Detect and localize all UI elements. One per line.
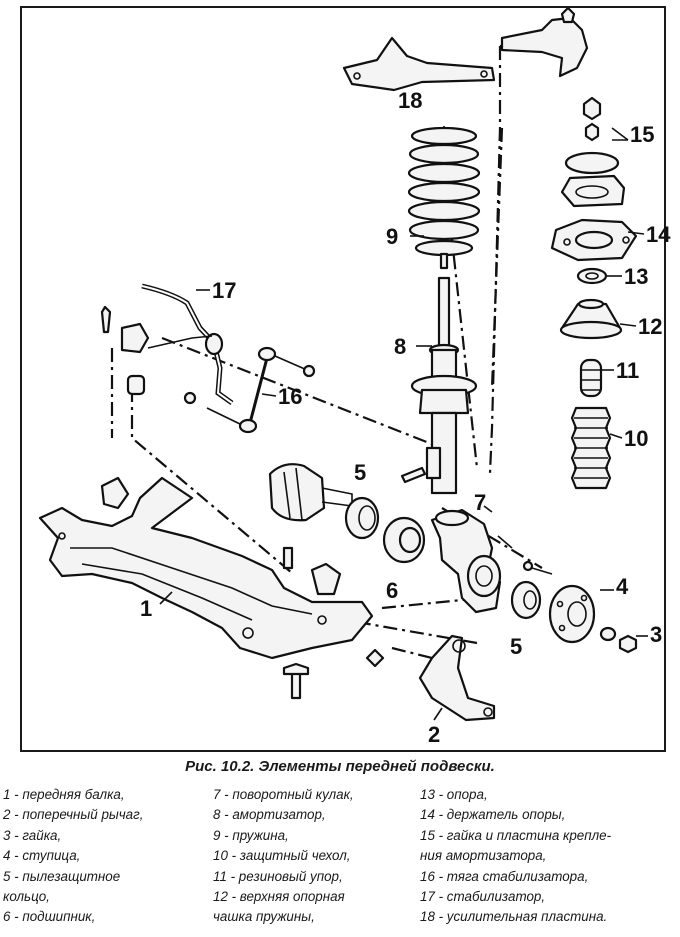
reinforcement-plate <box>342 6 589 92</box>
legend-item: 11 - резиновый упор, <box>213 868 343 884</box>
legend-column-2: 7 - поворотный кулак, 8 - амортизатор, 9… <box>213 785 354 928</box>
callout-8: 8 <box>394 334 406 359</box>
steering-knuckle <box>430 508 513 614</box>
rubber-stop <box>579 358 603 398</box>
drive-joint <box>268 463 353 522</box>
callout-14: 14 <box>646 222 671 247</box>
callout-16: 16 <box>278 384 302 409</box>
bearing <box>382 516 426 564</box>
legend-item: 5 - пылезащитное <box>3 868 121 884</box>
callout-12: 12 <box>638 314 662 339</box>
legend-column-1: 1 - передняя балка, 2 - поперечный рычаг… <box>3 785 143 928</box>
nut <box>599 626 638 654</box>
legend-item: кольцо, <box>3 889 50 905</box>
legend-item: 2 - поперечный рычаг, <box>3 807 144 823</box>
legend-item: 7 - поворотный кулак, <box>213 787 354 802</box>
callout-2: 2 <box>428 722 440 747</box>
legend-item: 4 - ступица, <box>3 848 81 864</box>
callout-4: 4 <box>616 574 629 599</box>
legend-item: 18 - усилительная пластина. <box>420 909 608 925</box>
upper-spring-cup <box>559 298 623 340</box>
legend-item: 16 - тяга стабилизатора, <box>420 868 589 884</box>
legend-item: 8 - амортизатор, <box>213 807 326 823</box>
wishbone <box>365 634 496 722</box>
callout-17: 17 <box>212 278 236 303</box>
legend-item: 12 - верхняя опорная <box>213 889 345 905</box>
legend-item: 17 - стабилизатор, <box>420 889 546 905</box>
legend-item: ния амортизатора, <box>420 848 547 864</box>
diagram-svg: 1 2 3 4 5 5 6 7 8 9 10 11 12 13 14 15 16… <box>38 6 671 747</box>
dust-ring-right <box>510 580 542 620</box>
callout-5-right: 5 <box>510 634 522 659</box>
callout-5-left: 5 <box>354 460 366 485</box>
callout-7: 7 <box>474 490 486 515</box>
leader-lines <box>159 127 648 721</box>
legend-item: чашка пружины, <box>213 909 315 925</box>
legend-item: 13 - опора, <box>420 787 488 802</box>
legend-column-3: 13 - опора, 14 - держатель опоры, 15 - г… <box>420 785 611 928</box>
legend-item: 3 - гайка, <box>3 827 62 843</box>
callout-3: 3 <box>650 622 662 647</box>
stabilizer-bar <box>141 283 234 406</box>
coil-spring <box>407 126 481 270</box>
callout-9: 9 <box>386 224 398 249</box>
callout-numbers: 1 2 3 4 5 5 6 7 8 9 10 11 12 13 14 15 16… <box>140 88 671 747</box>
hub <box>522 560 596 644</box>
legend-item: 10 - защитный чехол, <box>213 848 351 864</box>
callout-18: 18 <box>398 88 422 113</box>
legend-item: 6 - подшипник, <box>3 909 96 925</box>
callout-6: 6 <box>386 578 398 603</box>
front-beam <box>38 476 374 700</box>
legend-item: 15 - гайка и пластина крепле- <box>420 827 612 843</box>
callout-11: 11 <box>616 358 639 383</box>
legend-item: 9 - пружина, <box>213 827 289 843</box>
protective-boot <box>570 406 612 490</box>
legend-item: 1 - передняя балка, <box>3 787 125 802</box>
callout-15: 15 <box>630 122 654 147</box>
stabilizer-link <box>183 346 316 434</box>
shock-absorber <box>400 276 478 495</box>
callout-1: 1 <box>140 596 152 621</box>
support <box>576 267 608 285</box>
callout-10: 10 <box>624 426 648 451</box>
nut-and-plate <box>560 96 626 208</box>
stabilizer-bracket <box>100 305 213 396</box>
callout-13: 13 <box>624 264 648 289</box>
support-holder <box>550 218 638 262</box>
suspension-diagram: 1 2 3 4 5 5 6 7 8 9 10 11 12 13 14 15 16… <box>20 6 671 752</box>
legend-item: 14 - держатель опоры, <box>420 807 566 823</box>
dust-ring-left <box>344 496 380 540</box>
figure-caption: Рис. 10.2. Элементы передней подвески. <box>185 758 495 775</box>
